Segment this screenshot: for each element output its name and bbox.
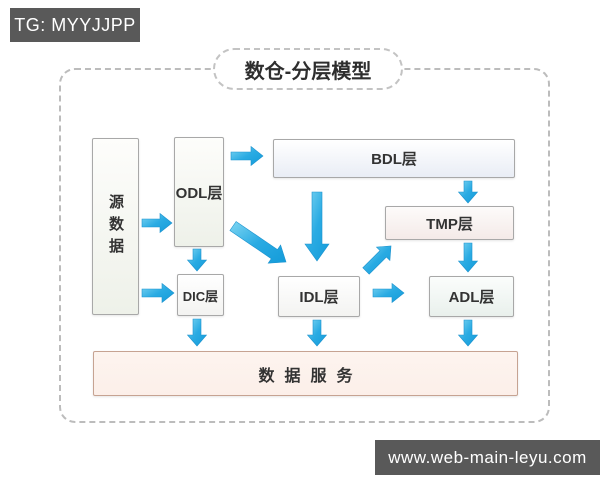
node-odl-label: ODL层 — [175, 184, 223, 202]
node-adl-layer: ADL层 — [429, 276, 514, 317]
node-bdl-label: BDL层 — [371, 151, 417, 168]
watermark-bottom-label: www.web-main-leyu.com — [388, 447, 587, 467]
node-data-service: 数据服务 — [93, 351, 518, 396]
node-idl-label: IDL层 — [299, 289, 339, 306]
node-tmp-label: TMP层 — [426, 215, 473, 233]
watermark-badge-top: TG: MYYJJPP — [10, 8, 140, 42]
diagram-title: 数仓-分层模型 — [244, 60, 372, 83]
node-idl-layer: IDL层 — [278, 276, 360, 317]
diagram-title-pill: 数仓-分层模型 — [213, 48, 403, 90]
watermark-top-label: TG: MYYJJPP — [14, 14, 136, 35]
node-data-service-label: 数据服务 — [258, 367, 363, 385]
node-adl-label: ADL层 — [448, 289, 495, 306]
node-dic-layer: DIC层 — [177, 274, 224, 316]
node-source-data-label: 源数据 — [107, 193, 124, 260]
watermark-badge-bottom: www.web-main-leyu.com — [375, 440, 600, 475]
node-odl-layer: ODL层 — [174, 137, 224, 247]
node-dic-label: DIC层 — [182, 288, 219, 304]
node-tmp-layer: TMP层 — [385, 206, 514, 240]
node-source-data: 源数据 — [92, 138, 139, 315]
node-bdl-layer: BDL层 — [273, 139, 515, 178]
